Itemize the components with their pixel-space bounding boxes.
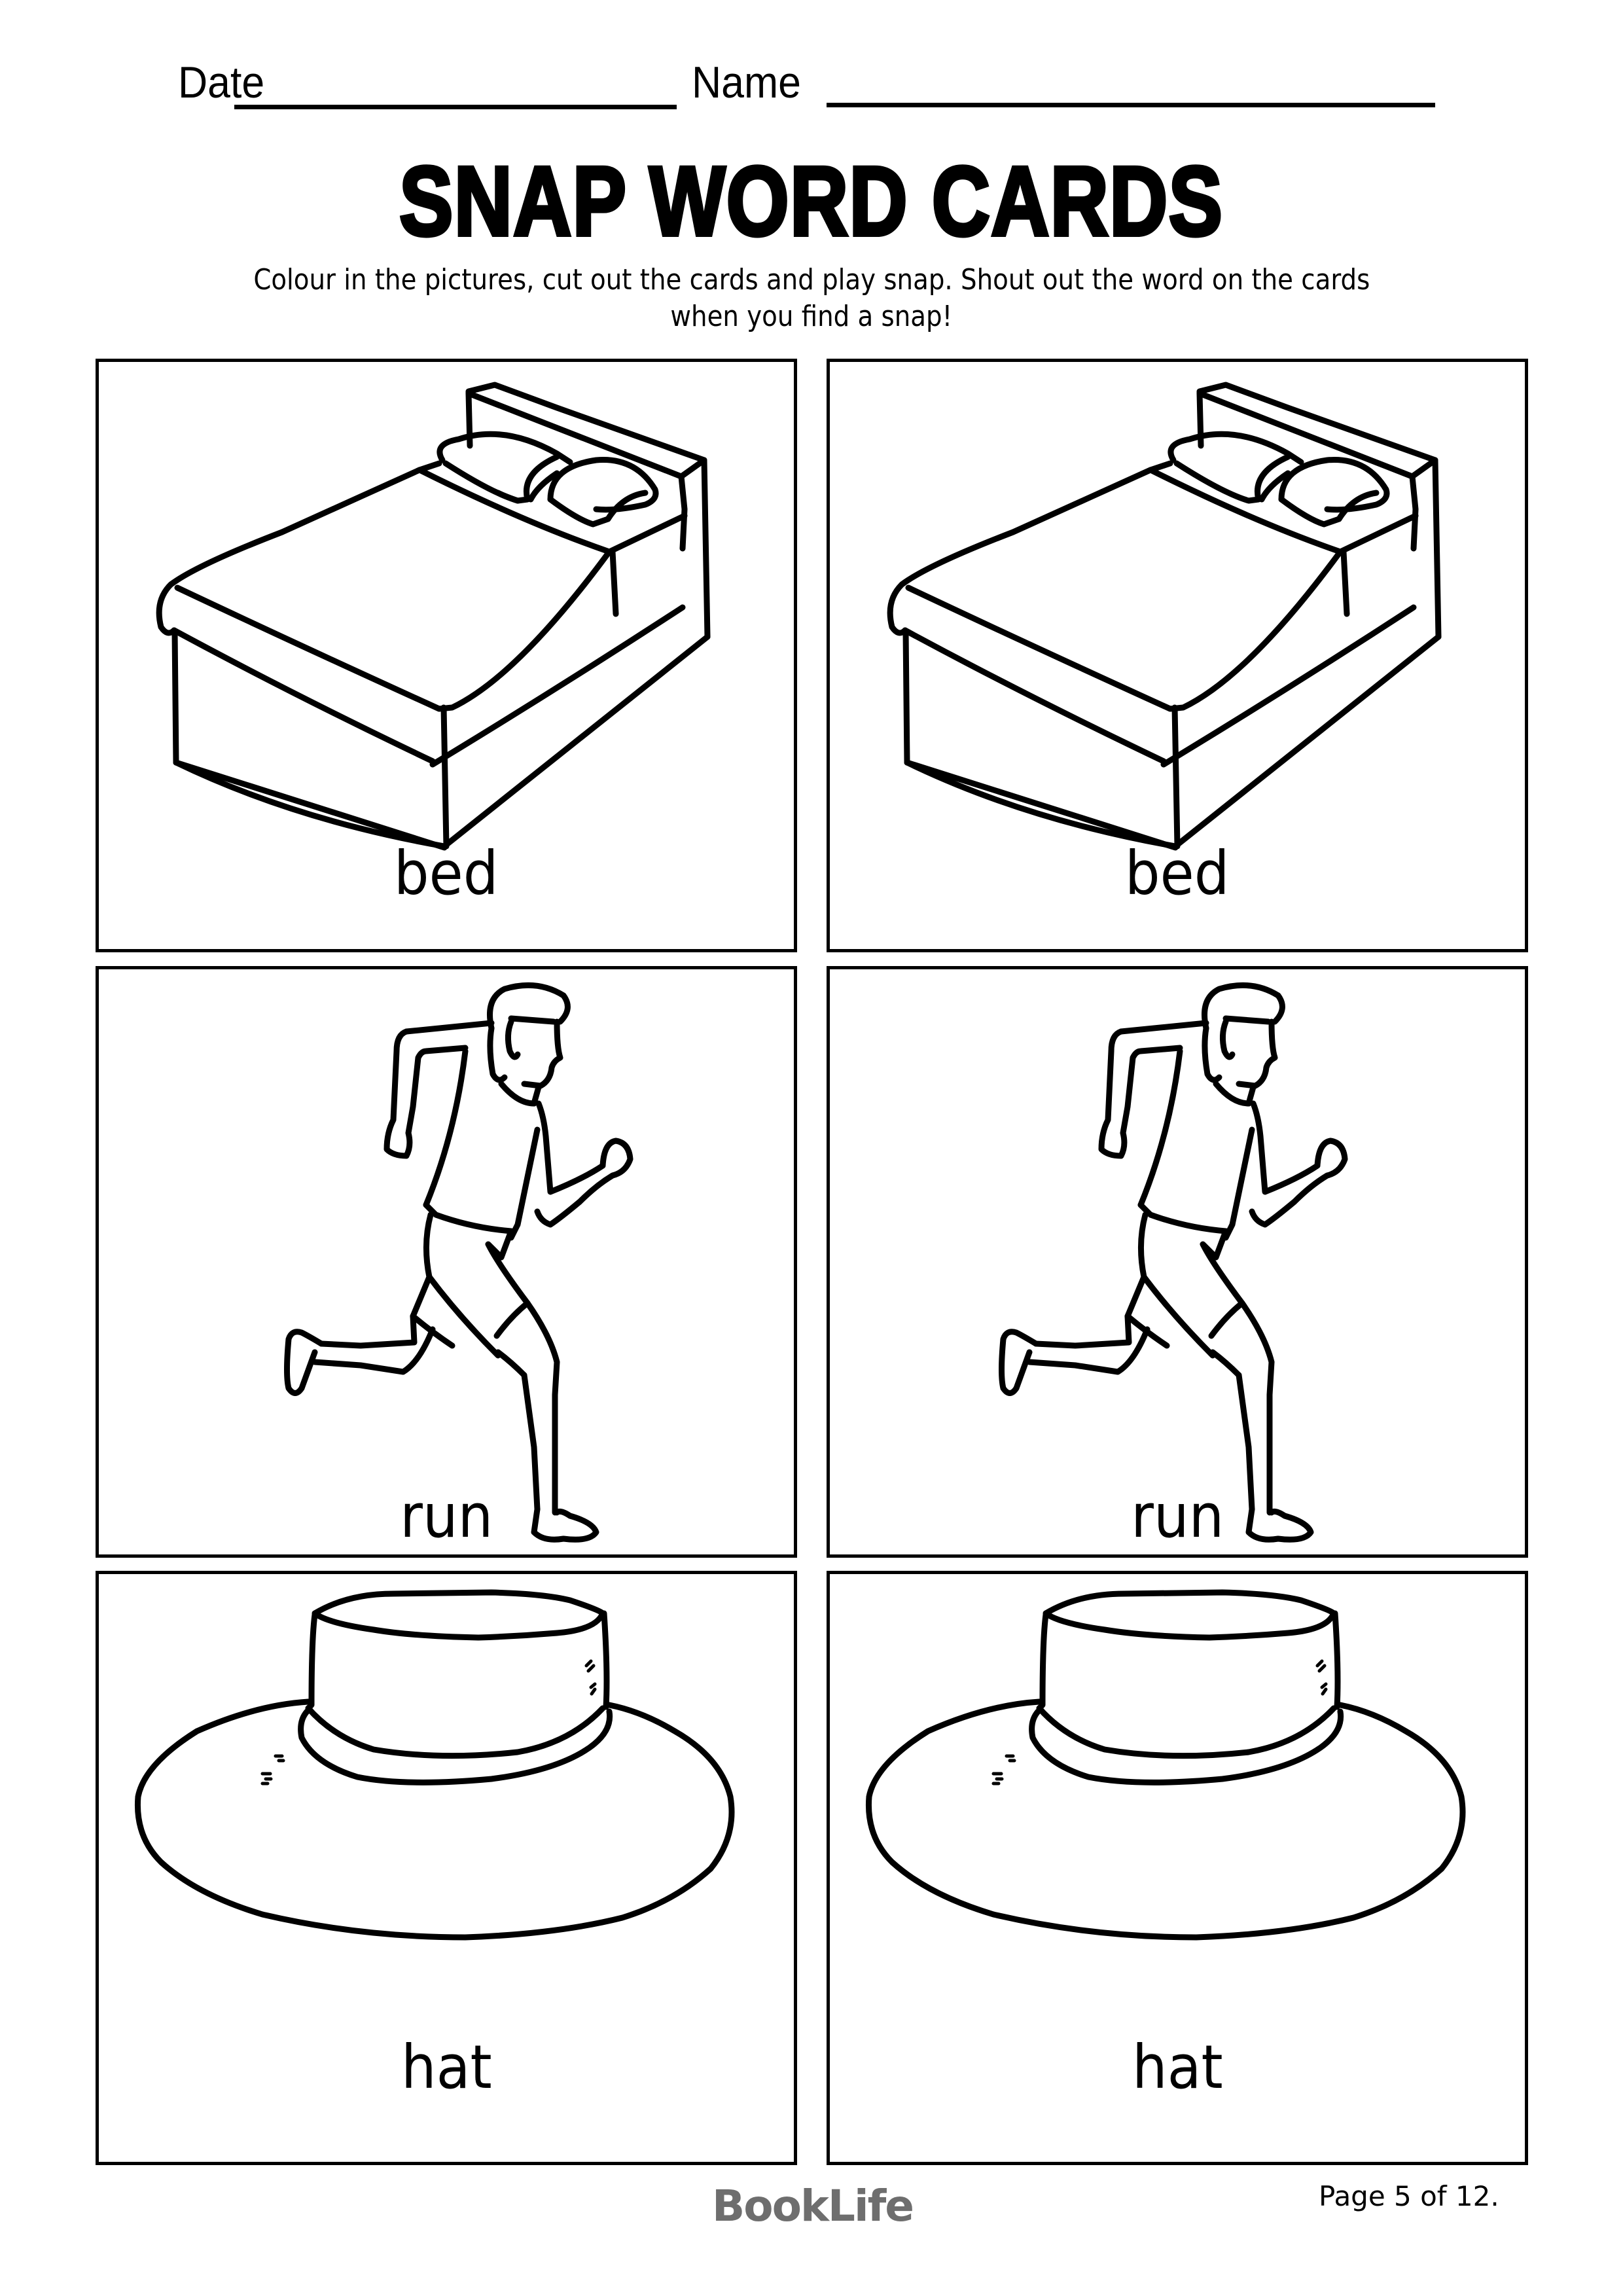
card-word: bed xyxy=(830,844,1525,904)
snap-card-run-right[interactable]: run xyxy=(827,966,1528,1558)
name-field[interactable] xyxy=(827,103,1435,107)
card-word: hat xyxy=(99,2037,794,2098)
page-number: Page 5 of 12. xyxy=(1319,2180,1499,2212)
card-word-text: hat xyxy=(1132,2032,1223,2102)
booklife-logo: BookLife xyxy=(712,2181,914,2231)
card-word-text: bed xyxy=(394,838,499,908)
name-label: Name xyxy=(692,58,801,107)
date-label: Date xyxy=(178,58,265,107)
date-field[interactable] xyxy=(234,105,677,109)
bed-icon xyxy=(156,382,711,851)
page-title-text: SNAP WORD CARDS xyxy=(398,146,1224,256)
running-person-icon xyxy=(284,982,633,1543)
instructions-line-2: when you find a snap! xyxy=(0,298,1623,335)
hat-icon xyxy=(865,1589,1466,1941)
card-word-text: hat xyxy=(401,2032,492,2102)
running-person-icon xyxy=(999,982,1348,1543)
snap-card-bed-left[interactable]: bed xyxy=(96,359,797,952)
hat-icon xyxy=(134,1589,735,1941)
page-title: SNAP WORD CARDS xyxy=(0,146,1623,256)
card-word-text: bed xyxy=(1125,838,1230,908)
card-word: hat xyxy=(830,2037,1525,2098)
instructions-line-1: Colour in the pictures, cut out the card… xyxy=(0,262,1623,298)
snap-card-hat-right[interactable]: hat xyxy=(827,1571,1528,2165)
snap-card-hat-left[interactable]: hat xyxy=(96,1571,797,2165)
card-word-text: run xyxy=(1130,1481,1224,1551)
bed-icon xyxy=(887,382,1442,851)
card-word: run xyxy=(830,1486,1525,1547)
card-word-text: run xyxy=(399,1481,493,1551)
instructions-text-2: when you find a snap! xyxy=(670,300,953,333)
card-word: bed xyxy=(99,844,794,904)
snap-card-bed-right[interactable]: bed xyxy=(827,359,1528,952)
card-word: run xyxy=(99,1486,794,1547)
instructions-text-1: Colour in the pictures, cut out the card… xyxy=(253,263,1370,296)
snap-card-run-left[interactable]: run xyxy=(96,966,797,1558)
